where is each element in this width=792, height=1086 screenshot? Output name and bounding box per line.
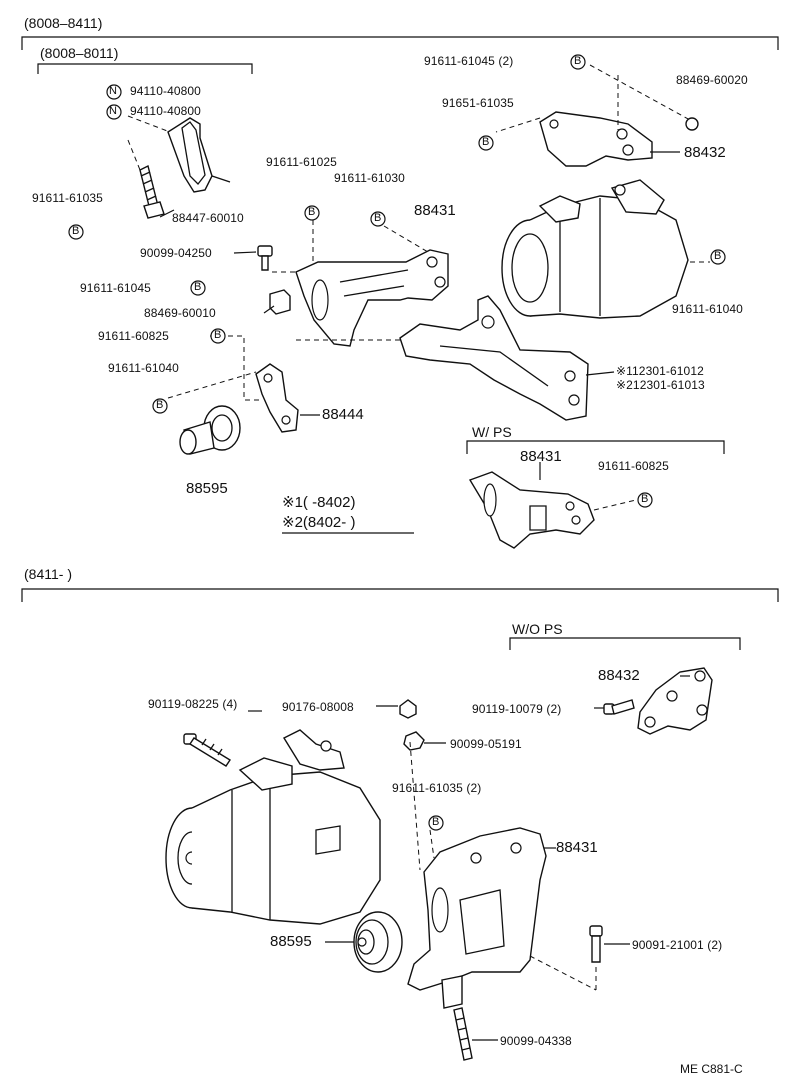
label-91651-61035: 91651-61035 (442, 96, 514, 110)
label-88469-60010: 88469-60010 (144, 306, 216, 320)
label-88432-wops: 88432 (598, 667, 640, 684)
label-91611-61035-bottom: 91611-61035 (2) (392, 781, 482, 795)
label-91611-60825-wps: 91611-60825 (598, 459, 669, 473)
clamp-88447 (167, 117, 231, 193)
label-91611-61025: 91611-61025 (266, 155, 337, 169)
label-112301-61012: ※112301-61012 (616, 364, 704, 378)
b-marker-91611-61035 (68, 224, 84, 244)
b-marker-letter: B (574, 55, 582, 67)
label-90099-04338: 90099-04338 (500, 1034, 572, 1048)
pulley-88595-top (179, 405, 241, 455)
wops-bracket (509, 637, 741, 650)
top-section-header: (8008–8411) (24, 15, 103, 31)
bolt-90099-04338 (453, 1007, 473, 1061)
subsection-bracket (37, 63, 253, 74)
compressor-top (501, 179, 689, 319)
footer-reference: ME C881-C (680, 1062, 743, 1076)
label-90099-04250: 90099-04250 (140, 246, 212, 260)
compressor-bottom (165, 729, 381, 925)
nut-90099-05191 (403, 731, 425, 751)
b-marker-letter: B (482, 136, 490, 148)
label-88444: 88444 (322, 406, 364, 423)
b-marker-letter: B (72, 225, 80, 237)
bolt-90091-21001 (589, 925, 603, 963)
b-marker-91611-60825-left (210, 328, 226, 348)
wps-header: W/ PS (472, 424, 512, 440)
label-88432-top: 88432 (684, 144, 726, 161)
bracket-88432-wops (637, 667, 713, 735)
label-88595-top: 88595 (186, 480, 228, 497)
nut-88469-60010 (269, 289, 291, 315)
label-91611-61045-top: 91611-61045 (2) (424, 54, 514, 68)
b-marker-letter: B (194, 281, 202, 293)
bracket-88431-bottom (407, 827, 547, 1009)
label-88595-bottom: 88595 (270, 933, 312, 950)
label-91611-61045-left: 91611-61045 (80, 281, 151, 295)
note-2: ※2(8402- ) (282, 514, 356, 531)
bracket-88431-wps (468, 471, 595, 549)
label-88431-wps: 88431 (520, 448, 562, 465)
bracket-88444 (255, 363, 299, 433)
label-90119-08225: 90119-08225 (4) (148, 697, 238, 711)
label-91611-61040-right: 91611-61040 (672, 302, 743, 316)
label-91611-60825-left: 91611-60825 (98, 329, 169, 343)
b-marker-91611-61045-top (570, 54, 586, 74)
subsection-header: (8008–8011) (40, 45, 119, 61)
label-90119-10079: 90119-10079 (2) (472, 702, 562, 716)
top-section-bracket (21, 36, 779, 50)
bottom-section-bracket (21, 588, 779, 602)
b-marker-letter: B (214, 329, 222, 341)
b-marker-91611-61045-left (190, 280, 206, 300)
bracket-88431-top (295, 249, 449, 347)
label-88447-60010: 88447-60010 (172, 211, 244, 225)
b-marker-91611-61040-right (710, 249, 726, 269)
wops-header: W/O PS (512, 621, 563, 637)
label-91611-61030: 91611-61030 (334, 171, 405, 185)
label-94110-40800-b: 94110-40800 (130, 104, 201, 118)
label-94110-40800-a: 94110-40800 (130, 84, 201, 98)
label-212301-61013: ※212301-61013 (616, 378, 705, 392)
note-1: ※1( -8402) (282, 494, 356, 511)
label-91611-61040-left: 91611-61040 (108, 361, 179, 375)
label-90091-21001: 90091-21001 (2) (632, 938, 723, 952)
pulley-88595-bottom (353, 911, 403, 973)
compressor-mount-bracket (399, 295, 589, 421)
nut-90176-08008 (399, 699, 417, 719)
n-marker-1 (106, 84, 122, 100)
wps-bracket (466, 440, 725, 454)
b-marker-91611-60825-wps (637, 492, 653, 512)
label-88431-top: 88431 (414, 202, 456, 219)
b-marker-91611-61035-bottom (428, 815, 444, 835)
label-90099-05191: 90099-05191 (450, 737, 522, 751)
n-marker-2-letter: N (109, 105, 118, 117)
label-90176-08008: 90176-08008 (282, 700, 354, 714)
b-marker-letter: B (432, 816, 440, 828)
n-marker-2 (106, 104, 122, 120)
b-marker-letter: B (714, 250, 722, 262)
b-marker-91611-61025 (304, 205, 320, 225)
n-marker-1-letter: N (109, 85, 118, 97)
bracket-88432-top (539, 111, 653, 167)
nut-88469-60020 (685, 117, 699, 131)
b-marker-letter: B (156, 399, 164, 411)
bolt-90099-04250 (257, 245, 273, 271)
b-marker-91651-61035 (478, 135, 494, 155)
label-91611-61035: 91611-61035 (32, 191, 103, 205)
bolt-90119-08225 (183, 733, 231, 767)
bolt-90119-10079 (603, 699, 635, 715)
bolt-91611-61035 (139, 164, 165, 219)
b-marker-letter: B (374, 212, 382, 224)
b-marker-letter: B (641, 493, 649, 505)
b-marker-91611-61040-left (152, 398, 168, 418)
label-88469-60020: 88469-60020 (676, 73, 748, 87)
b-marker-91611-61030 (370, 211, 386, 231)
b-marker-letter: B (308, 206, 316, 218)
label-88431-bottom: 88431 (556, 839, 598, 856)
bottom-section-header: (8411- ) (24, 566, 72, 582)
